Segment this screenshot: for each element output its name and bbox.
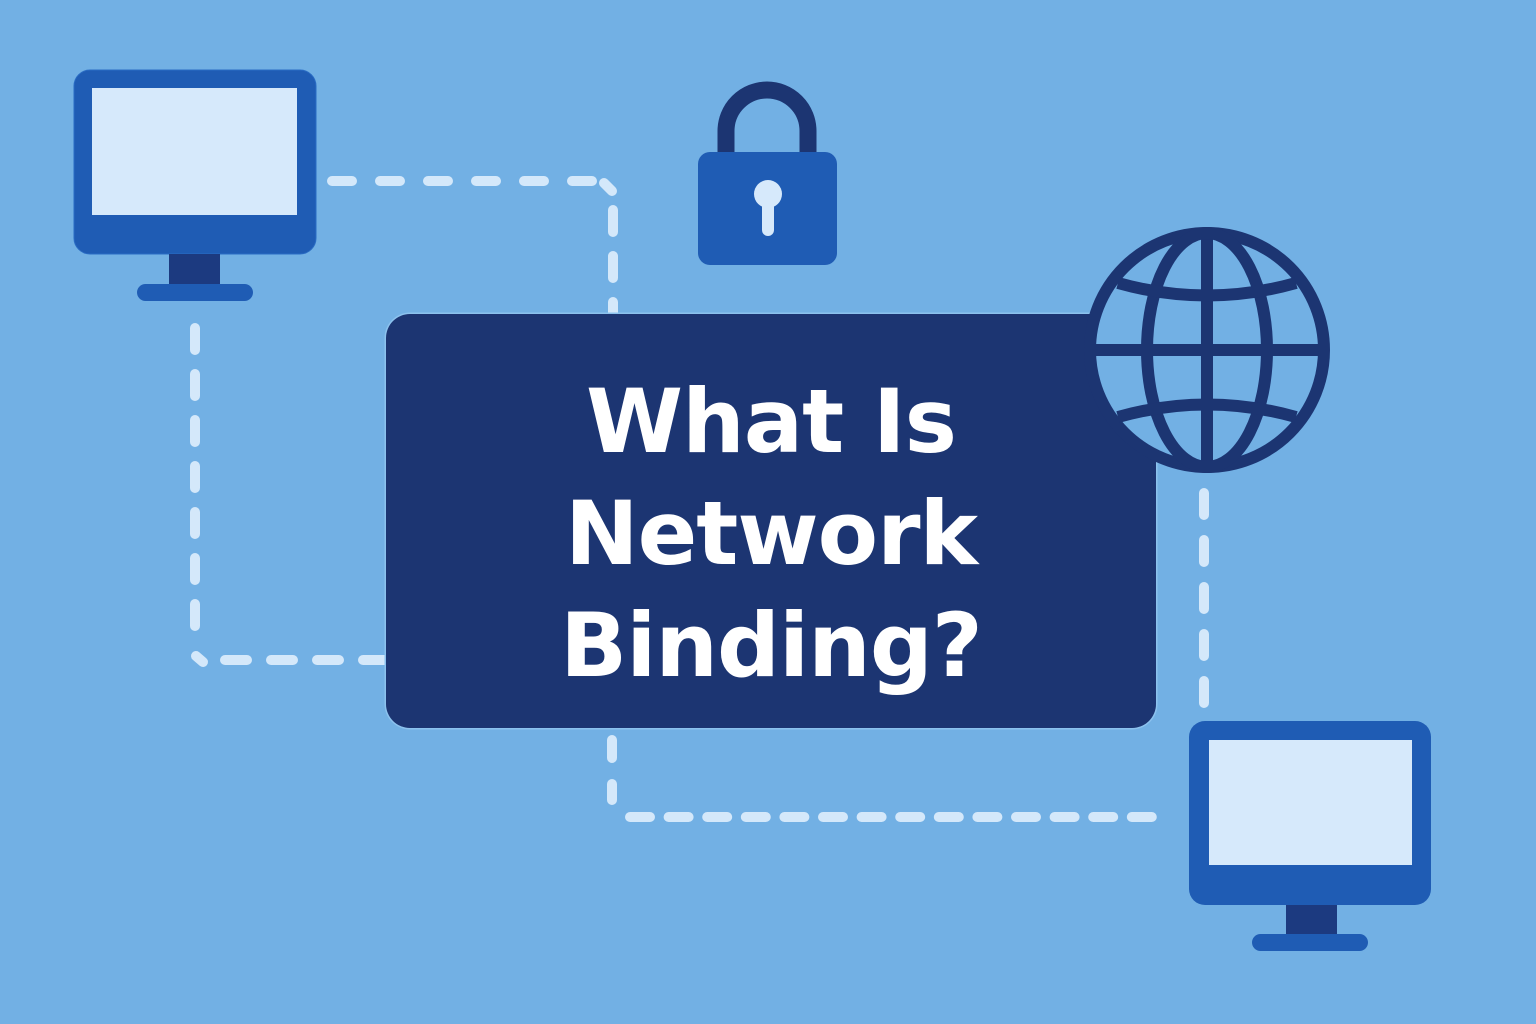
- title-line-2: Network: [564, 482, 978, 585]
- title-line-3: Binding?: [560, 594, 983, 697]
- title-card: [386, 314, 1156, 728]
- page-title: What Is Network Binding?: [386, 366, 1156, 702]
- title-line-1: What Is: [586, 370, 957, 473]
